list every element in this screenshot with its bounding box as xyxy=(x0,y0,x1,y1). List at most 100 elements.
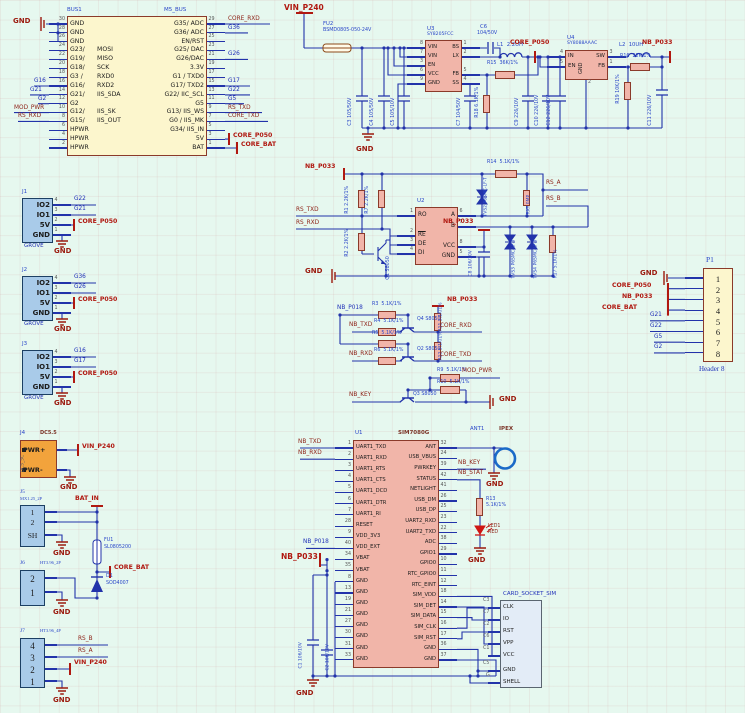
chip-card-socket-sim[interactable] xyxy=(500,600,542,688)
resistor-body[interactable] xyxy=(476,498,483,516)
tvs-diodes[interactable] xyxy=(476,189,538,250)
resistor-body[interactable] xyxy=(434,342,441,360)
designator-label: J4 xyxy=(20,430,26,436)
pin-stub xyxy=(335,592,353,594)
pin-netlight: NETLIGHT xyxy=(410,486,436,493)
pin-designator: G xyxy=(486,673,490,678)
fuse-fu1[interactable] xyxy=(92,539,102,565)
chip-J5[interactable] xyxy=(20,505,45,547)
chip-J7[interactable] xyxy=(20,638,45,688)
net-label: G21 xyxy=(30,87,42,93)
pin-number: 33 xyxy=(344,652,351,658)
pin-stub xyxy=(207,94,225,96)
resistor-body[interactable] xyxy=(378,311,396,319)
pin-hpwr: HPWR xyxy=(70,126,89,134)
pin-stub xyxy=(49,67,67,69)
pin-ro: RO xyxy=(418,211,427,218)
resistor-body[interactable] xyxy=(483,95,490,113)
chip-J3[interactable] xyxy=(22,350,53,395)
pin-number: 16 xyxy=(58,78,65,84)
pin-number: 13 xyxy=(344,585,351,591)
pin-gnd: GND xyxy=(356,633,368,640)
resistor-body[interactable] xyxy=(378,340,396,348)
chip-U3[interactable] xyxy=(425,40,462,92)
chip-J4[interactable] xyxy=(20,440,57,478)
pin-gnd: GND xyxy=(356,611,368,618)
resistor-body[interactable] xyxy=(523,190,530,206)
resistor-body[interactable] xyxy=(624,82,631,100)
resistor-body[interactable] xyxy=(434,313,441,331)
pin-5v: 5V xyxy=(39,372,50,381)
pin-number: 21 xyxy=(208,52,215,58)
part-label: DC5.5 xyxy=(40,430,57,436)
component-label: R2 2.2K/1% xyxy=(345,229,351,257)
pin-stub xyxy=(207,120,225,122)
pin-g5: G5 xyxy=(195,99,204,107)
pin-uart1-dtr: UART1_DTR xyxy=(356,499,387,506)
pin-number: 1 xyxy=(54,379,58,385)
pin-gnd: GND xyxy=(356,644,368,651)
pin-stub xyxy=(685,298,703,300)
pin-designator: C1 xyxy=(483,646,490,651)
pin-stub xyxy=(53,224,71,226)
transistor-symbols[interactable] xyxy=(399,327,415,403)
power-net-label: CORE_BAT xyxy=(114,564,150,571)
net-label: G21 xyxy=(650,312,662,318)
resistor-body[interactable] xyxy=(549,235,556,253)
pin-stub xyxy=(335,458,353,460)
component-label: BSMD0805-050-24V xyxy=(323,28,372,33)
component-label: C7 104/50V xyxy=(457,97,463,126)
resistor-body[interactable] xyxy=(495,71,515,79)
gnd-label: GND xyxy=(53,608,71,616)
net-label: RS_A xyxy=(78,648,93,654)
chip-J1[interactable] xyxy=(22,198,53,243)
diode-d1[interactable] xyxy=(91,576,103,592)
pin-stub xyxy=(439,553,457,555)
resistor-body[interactable] xyxy=(378,190,385,208)
net-label: CORE_RXD xyxy=(228,16,260,22)
pin-io2: IO2 xyxy=(36,352,50,361)
pin-number: 22 xyxy=(58,52,65,58)
chip-U1[interactable] xyxy=(353,440,439,668)
pin-stub xyxy=(57,469,67,471)
pin-gnd: GND xyxy=(32,230,50,239)
resistor-body[interactable] xyxy=(440,386,460,394)
chip-BUS1[interactable] xyxy=(67,16,207,156)
fuse-fu2[interactable] xyxy=(322,43,352,53)
pin-usb-dm: USB_DM xyxy=(414,496,436,503)
pin-stub xyxy=(439,627,457,629)
resistor-body[interactable] xyxy=(630,63,650,71)
chip-P1[interactable] xyxy=(703,268,733,362)
resistor-body[interactable] xyxy=(358,233,365,251)
pin-stub xyxy=(407,83,425,85)
pin-vbat: VBAT xyxy=(356,566,370,573)
resistor-body[interactable] xyxy=(358,190,365,208)
pin-1: 1 xyxy=(30,507,35,517)
chip-J2[interactable] xyxy=(22,276,53,321)
pin-number: 12 xyxy=(440,578,447,584)
resistor-body[interactable] xyxy=(495,170,517,178)
pin-gnd: GND xyxy=(356,600,368,606)
resistor-body[interactable] xyxy=(440,374,460,382)
pin-sh: SH xyxy=(27,530,38,540)
resistor-body[interactable] xyxy=(378,328,396,336)
chip-U2[interactable] xyxy=(415,207,458,265)
pin-number: 1 xyxy=(54,227,58,233)
component-label: R7 2.2K/1% xyxy=(365,186,371,214)
pin-g15-iis-out: G15/IIS_OUT xyxy=(70,117,121,125)
pin-2: 2 xyxy=(715,284,721,295)
chip-J6[interactable] xyxy=(20,570,45,606)
led1[interactable] xyxy=(474,523,493,536)
resistor-body[interactable] xyxy=(378,357,396,365)
component-label: L2 10UH xyxy=(619,42,644,48)
net-label: RS_A xyxy=(546,180,561,186)
chip-U4[interactable] xyxy=(565,50,608,80)
component-label: C11 226/10V xyxy=(648,94,654,126)
pin-number: 24 xyxy=(58,43,65,49)
designator-label: J1 xyxy=(22,189,28,195)
pin-gnd: GND xyxy=(503,666,516,673)
pin-uart1-rxd: UART1_RXD xyxy=(356,455,387,461)
pin-number: 31 xyxy=(344,641,351,647)
net-label: MOD_PWR xyxy=(462,368,493,374)
ipex-antenna-icon[interactable] xyxy=(493,447,517,470)
